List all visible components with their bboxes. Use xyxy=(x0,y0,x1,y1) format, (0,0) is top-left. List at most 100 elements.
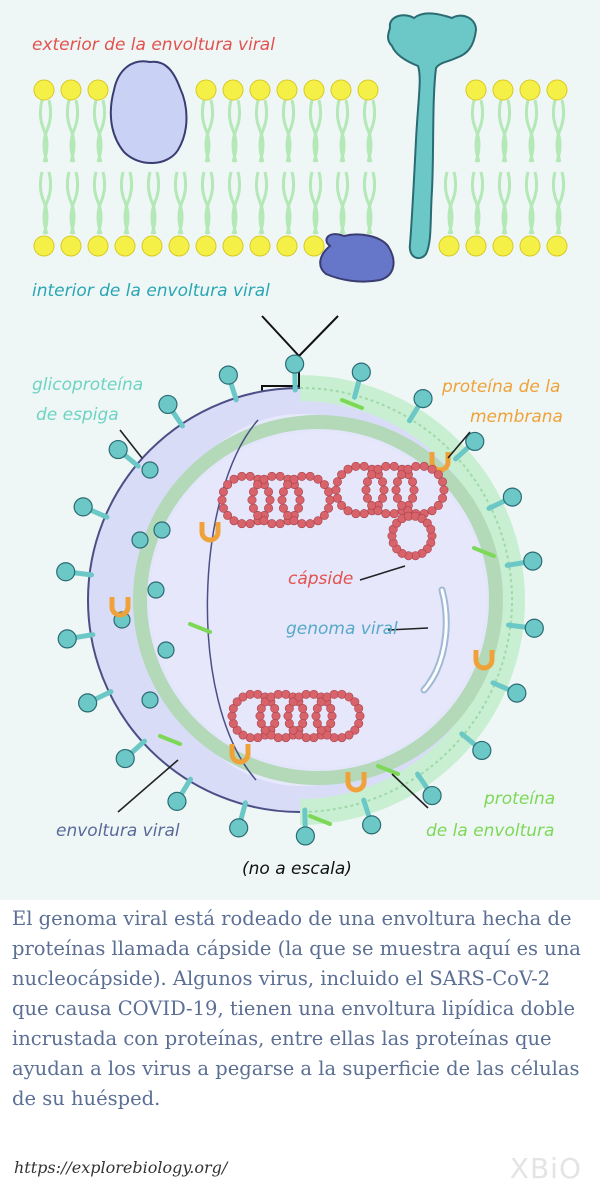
capsid-bead xyxy=(278,503,288,513)
lipid-bottom xyxy=(276,171,298,257)
source-link[interactable]: https://explorebiology.org/ xyxy=(14,1158,228,1177)
label-capsid: cápside xyxy=(288,569,353,589)
capsid-bead xyxy=(397,470,407,480)
spike-glycoproteins xyxy=(56,354,544,846)
spike-protein-closeup xyxy=(387,12,478,260)
capsid-bead xyxy=(324,503,334,513)
capsid-bead xyxy=(275,471,285,481)
lipid-bottom xyxy=(546,171,568,257)
capsid-bead xyxy=(297,519,307,529)
lipid-bottom xyxy=(141,171,163,257)
capsid-bead xyxy=(229,516,239,526)
membrane-protein xyxy=(109,597,131,618)
capsid-bead xyxy=(362,493,372,503)
capsid-bead xyxy=(248,503,258,513)
spike-face xyxy=(131,531,149,549)
lipid-bottom xyxy=(492,171,514,257)
label-envelope-protein-1: proteína xyxy=(483,789,555,809)
capsid-bead xyxy=(248,487,258,497)
lipid-bottom xyxy=(519,171,541,257)
capsid-bead xyxy=(311,711,321,721)
capsid-bead xyxy=(271,711,281,721)
spike xyxy=(361,797,382,835)
capsid-bead xyxy=(305,519,315,529)
spike xyxy=(453,431,485,462)
spike xyxy=(78,689,114,713)
caption-text: El genoma viral está rodeado de una envo… xyxy=(12,907,581,1110)
capsid-bead xyxy=(298,719,308,729)
lipid-bottom xyxy=(195,171,217,257)
capsid-bead xyxy=(297,471,307,481)
lipid-top xyxy=(33,79,55,163)
capsid-bead xyxy=(265,495,275,505)
capsid-bead xyxy=(228,703,238,713)
spike xyxy=(504,551,543,571)
lipid-bottom xyxy=(438,171,460,257)
capsid-bead xyxy=(229,474,239,484)
scale-note: (no a escala) xyxy=(242,859,352,879)
lipid-top xyxy=(330,79,352,163)
capsid-bead xyxy=(260,725,270,735)
capsid-bead xyxy=(309,733,319,743)
spike-face xyxy=(157,641,175,659)
lipid-bottom xyxy=(114,171,136,257)
capsid-bead xyxy=(232,725,242,735)
capsid-bead xyxy=(427,464,437,474)
capsid-bead xyxy=(247,495,257,505)
lipid-bottom xyxy=(465,171,487,257)
capsid-bead xyxy=(350,725,360,735)
spike xyxy=(56,562,95,582)
capsid-bead xyxy=(343,464,353,474)
capsid-bead xyxy=(264,503,274,513)
capsid-bead xyxy=(218,487,228,497)
capsid-bead xyxy=(361,485,371,495)
spike xyxy=(158,394,185,429)
spike xyxy=(115,738,147,769)
capsid-bead xyxy=(344,692,354,702)
membrane-protein xyxy=(229,744,251,765)
capsid-bead xyxy=(426,524,436,534)
capsid-bead xyxy=(351,461,361,471)
spike xyxy=(459,731,492,761)
capsid-bead xyxy=(232,697,242,707)
envelope-proteins xyxy=(158,398,496,826)
envelope-protein xyxy=(188,622,212,634)
capsid-bead xyxy=(325,495,335,505)
capsid-bead xyxy=(326,719,336,729)
capsid-bead xyxy=(299,711,309,721)
capsid-bead xyxy=(267,519,277,529)
capsid-bead xyxy=(288,725,298,735)
capsid-bead xyxy=(373,464,383,474)
capsid-bead xyxy=(350,697,360,707)
membrane-protein xyxy=(429,452,451,473)
envelope-protein xyxy=(472,546,496,558)
capsid-bead xyxy=(408,493,418,503)
lipid-bilayer xyxy=(33,79,568,257)
capsid-bead xyxy=(283,480,293,490)
envelope-protein xyxy=(308,814,332,826)
spike xyxy=(406,389,433,424)
capsid-bead xyxy=(322,730,332,740)
lipid-top xyxy=(492,79,514,163)
peripheral-protein xyxy=(319,233,395,283)
spike xyxy=(167,776,194,811)
spike xyxy=(57,629,96,649)
capsid-bead xyxy=(245,519,255,529)
capsid-bead xyxy=(259,474,269,484)
membrane-protein xyxy=(199,522,221,543)
lipid-bottom xyxy=(249,171,271,257)
capsid-bead xyxy=(270,719,280,729)
spike-face xyxy=(147,581,165,599)
capsid-bead xyxy=(253,510,263,520)
spike-face xyxy=(141,691,159,709)
lipid-bottom xyxy=(33,171,55,257)
capsid-bead xyxy=(238,730,248,740)
capsid-bead xyxy=(367,500,377,510)
capsid-bead xyxy=(312,719,322,729)
envelope-protein xyxy=(340,398,364,410)
capsid-bead xyxy=(373,506,383,516)
capsid-bead xyxy=(324,487,334,497)
capsid-bead xyxy=(227,711,237,721)
lipid-top xyxy=(519,79,541,163)
label-exterior: exterior de la envoltura viral xyxy=(32,35,275,55)
